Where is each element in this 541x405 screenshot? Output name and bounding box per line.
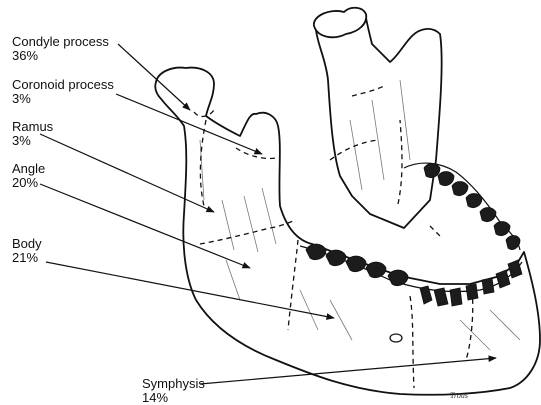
- symphysis-name: Symphysis: [142, 377, 205, 391]
- condyle-name: Condyle process: [12, 35, 109, 49]
- far-ramus: [316, 9, 442, 228]
- label-ramus: Ramus 3%: [12, 120, 53, 148]
- label-symphysis: Symphysis 14%: [142, 377, 205, 405]
- ramus-percent: 3%: [12, 134, 53, 148]
- angle-name: Angle: [12, 162, 45, 176]
- angle-percent: 20%: [12, 176, 45, 190]
- label-angle: Angle 20%: [12, 162, 45, 190]
- label-coronoid: Coronoid process 3%: [12, 78, 114, 106]
- condyle-percent: 36%: [12, 49, 109, 63]
- ramus-name: Ramus: [12, 120, 53, 134]
- coronoid-percent: 3%: [12, 92, 114, 106]
- label-condyle: Condyle process 36%: [12, 35, 109, 63]
- mental-foramen: [390, 334, 402, 342]
- body-name: Body: [12, 237, 42, 251]
- label-body: Body 21%: [12, 237, 42, 265]
- coronoid-name: Coronoid process: [12, 78, 114, 92]
- body-percent: 21%: [12, 251, 42, 265]
- artist-signature: Trous: [450, 391, 468, 400]
- symphysis-percent: 14%: [142, 391, 205, 405]
